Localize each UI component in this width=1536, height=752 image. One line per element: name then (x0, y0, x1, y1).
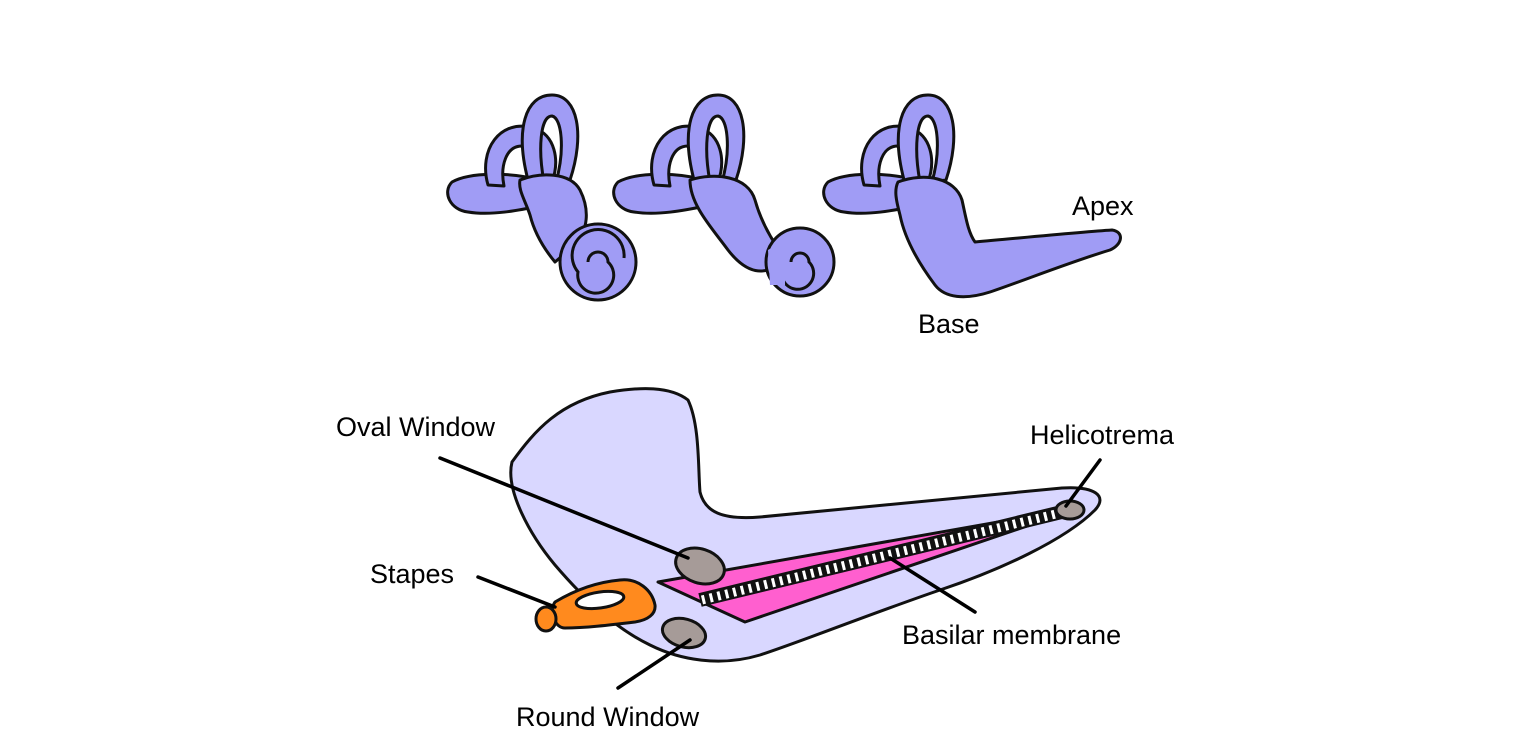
base-label: Base (918, 309, 980, 339)
apex-label: Apex (1072, 191, 1134, 221)
round-window-leader (616, 638, 692, 690)
round-window-label: Round Window (516, 702, 700, 732)
stapes-leader (476, 575, 557, 609)
inner-ear-coiled (446, 93, 638, 302)
basilar-membrane-leader (888, 556, 977, 614)
helicotrema-leader (1064, 458, 1102, 508)
basilar-membrane-label: Basilar membrane (902, 620, 1121, 650)
helicotrema-label: Helicotrema (1030, 420, 1175, 450)
stapes (534, 578, 657, 633)
cochlea-body (509, 387, 1102, 663)
basilar-membrane-hatch (698, 503, 1072, 607)
basilar-membrane-hatch-inner (700, 506, 1070, 605)
inner-ear-partly-uncoiled (612, 93, 836, 298)
oval-window-label: Oval Window (336, 412, 496, 442)
cochlea-cross-section: Oval Window Helicotrema Stapes Basilar m… (336, 387, 1175, 732)
helicotrema (1054, 499, 1086, 521)
stapes-label: Stapes (370, 559, 454, 589)
inner-ear-uncoiled: Apex Base (822, 93, 1134, 339)
oval-window-leader (438, 456, 690, 560)
